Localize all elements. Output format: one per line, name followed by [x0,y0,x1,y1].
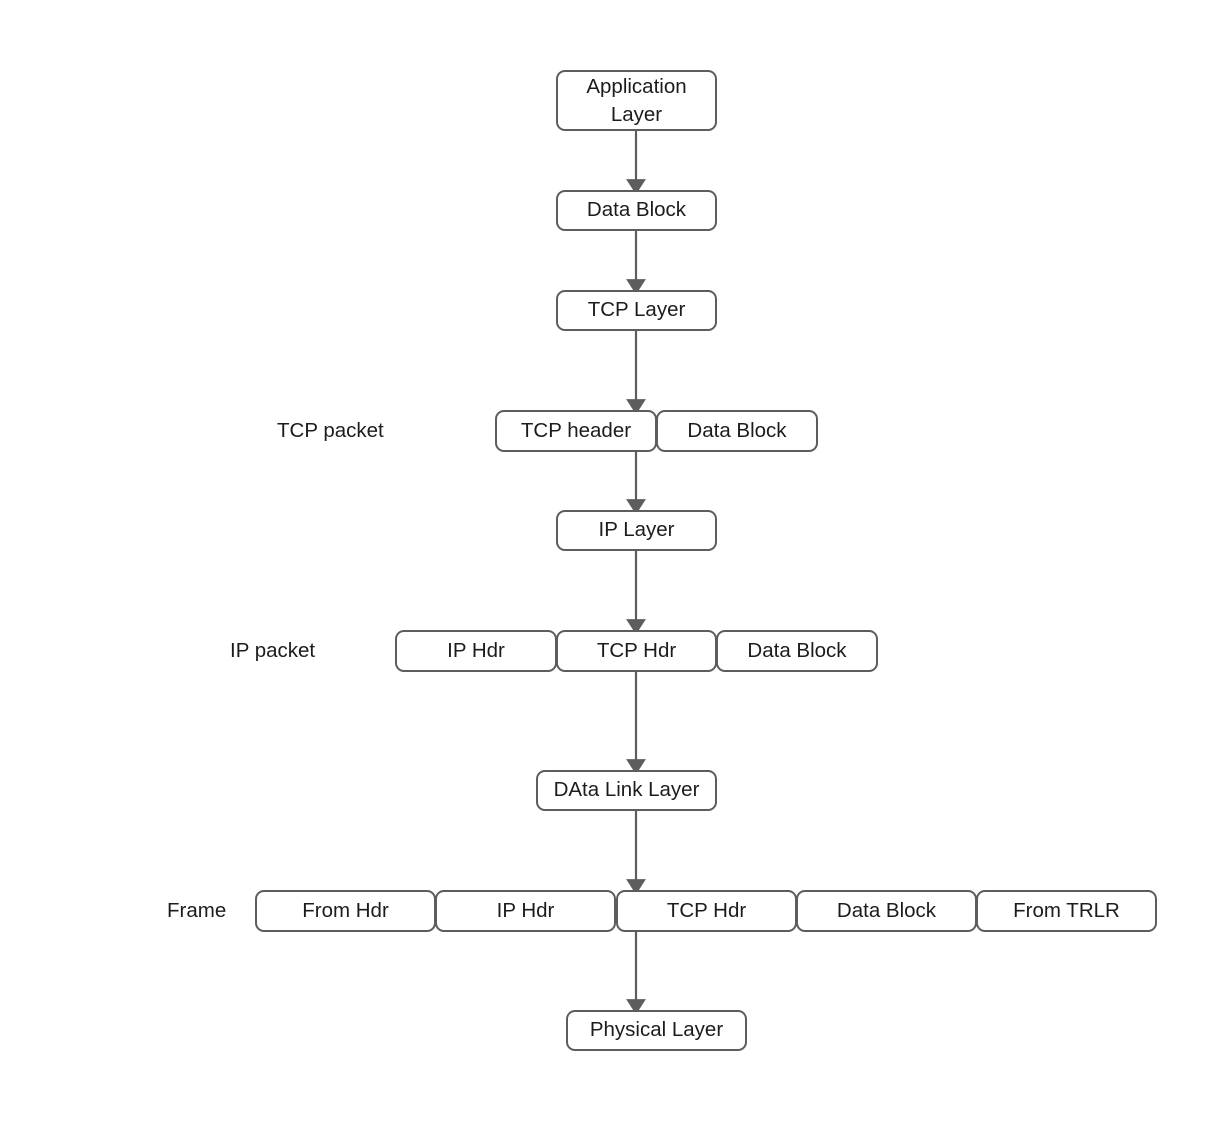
tcp-packet-segment-tcp-header[interactable]: TCP header [495,410,657,452]
node-data-block[interactable]: Data Block [556,190,717,231]
label-tcp-packet: TCP packet [277,419,384,442]
node-ip-layer[interactable]: IP Layer [556,510,717,551]
node-physical-layer[interactable]: Physical Layer [566,1010,747,1051]
ip-packet-segment-data-block[interactable]: Data Block [716,630,878,672]
tcp-packet-segment-data-block[interactable]: Data Block [656,410,818,452]
label-frame: Frame [167,899,227,922]
frame-segment-data-block[interactable]: Data Block [796,890,977,932]
frame-segment-from-hdr[interactable]: From Hdr [255,890,436,932]
frame-segment-from-trlr[interactable]: From TRLR [976,890,1157,932]
node-data-link-layer[interactable]: DAta Link Layer [536,770,717,811]
ip-packet-segment-tcp-hdr[interactable]: TCP Hdr [556,630,717,672]
frame-segment-ip-hdr[interactable]: IP Hdr [435,890,616,932]
ip-packet-segment-ip-hdr[interactable]: IP Hdr [395,630,557,672]
frame-segment-tcp-hdr[interactable]: TCP Hdr [616,890,797,932]
label-ip-packet: IP packet [230,639,316,662]
node-application-layer[interactable]: Application Layer [556,70,717,131]
node-tcp-layer[interactable]: TCP Layer [556,290,717,331]
